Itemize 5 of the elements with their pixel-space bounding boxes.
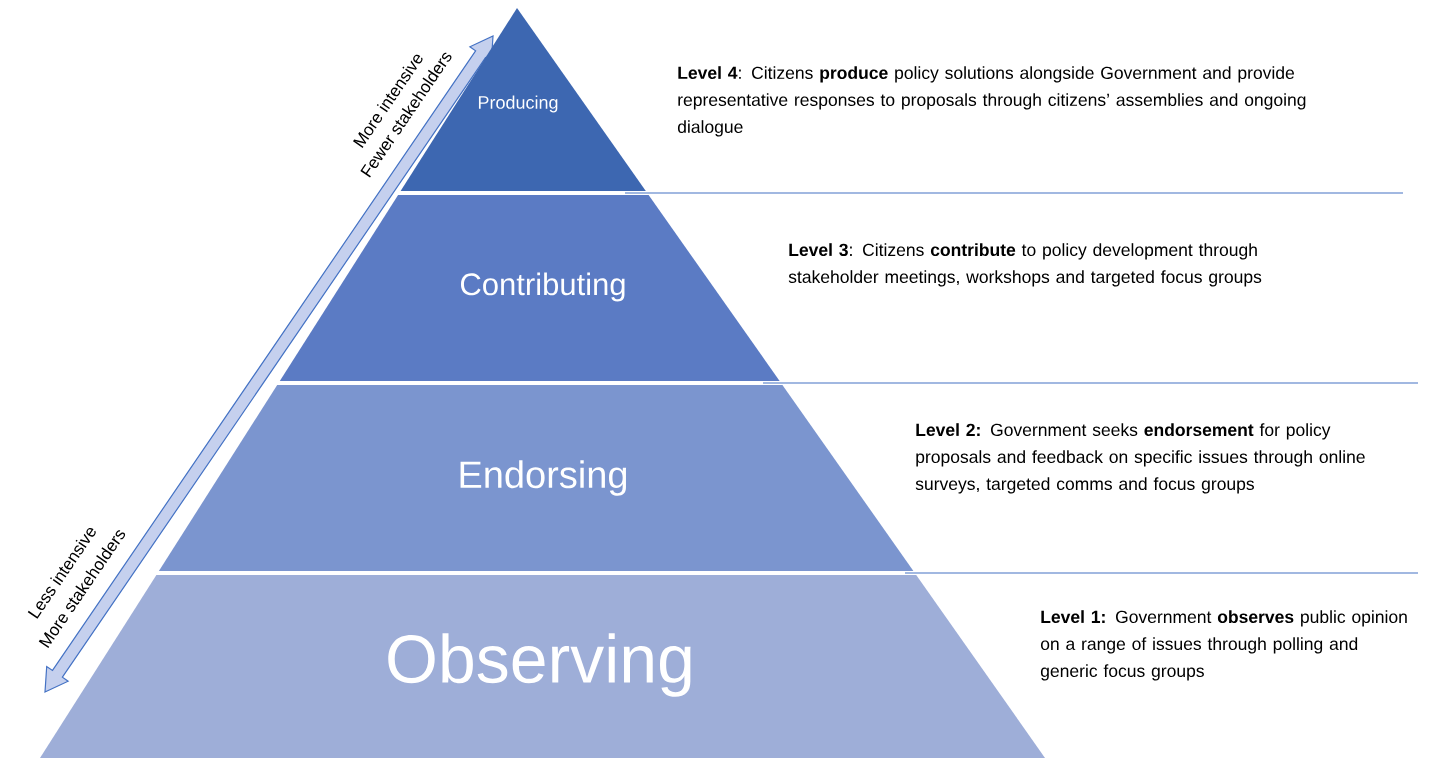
pyramid-level: Endorsing: [158, 385, 914, 571]
description-text: Level 3: Citizens contribute to policy development through stakeholder meetings, workshops and targeted focus groups: [788, 243, 1262, 287]
pyramid-level: Contributing: [279, 195, 780, 381]
description-text: Level 2: Government seeks endorsement for policy proposals and feedback on specific issues through online surveys, targeted comms and focus groups: [915, 423, 1365, 494]
description-text: Level 4: Citizens produce policy solutions alongside Government and provide representative responses to proposals through citizens’ assemblies and ongoing dialogue: [677, 66, 1306, 137]
